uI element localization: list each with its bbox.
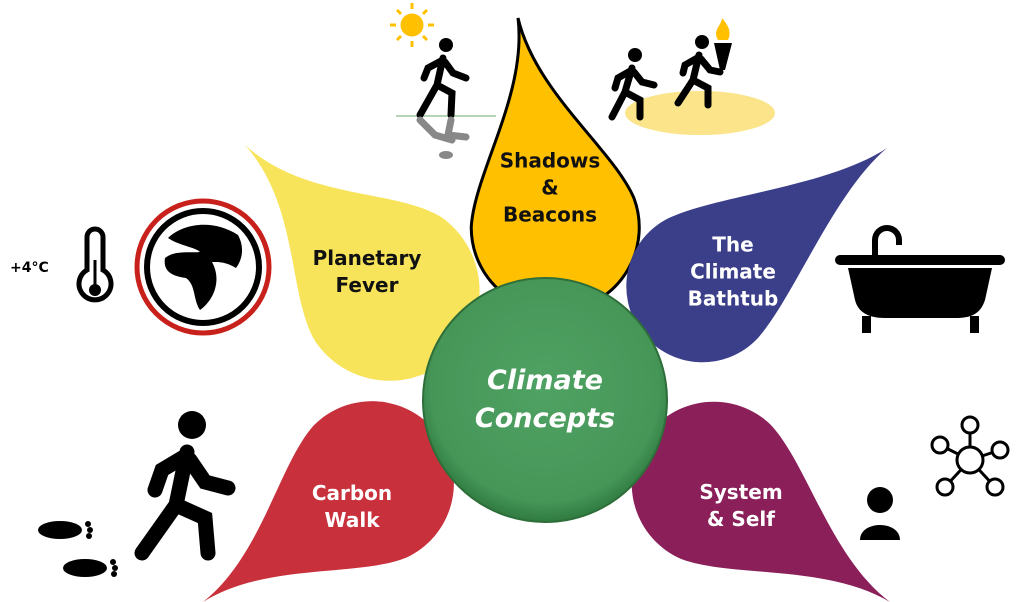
petal-label-system-self[interactable]: System & Self (699, 479, 782, 533)
temperature-label: +4°C (10, 260, 49, 276)
walker-reflection-icon (396, 38, 496, 159)
bathtub-icon (835, 225, 1005, 333)
footprints-icon (38, 521, 118, 577)
sun-icon (390, 3, 434, 47)
label-line: The (712, 232, 754, 257)
petal-carbon[interactable] (203, 401, 454, 602)
label-line: Beacons (502, 202, 598, 227)
person-icon (860, 487, 900, 540)
globe-icon (134, 198, 272, 336)
petal-bathtub[interactable] (626, 148, 887, 363)
label-line: Fever (335, 273, 399, 297)
label-line: Shadows (499, 148, 601, 173)
thermometer-icon (76, 226, 114, 303)
center-title-line2: Concepts (474, 403, 616, 434)
walking-person-icon (134, 411, 236, 561)
center-title-line1: Climate (487, 365, 603, 396)
center-title: Climate Concepts (475, 362, 615, 438)
label-line: Carbon (311, 481, 393, 505)
label-line: Walk (324, 508, 380, 532)
walkers-torch-icon (608, 18, 775, 135)
label-line: & (541, 175, 559, 200)
petal-label-planetary-fever[interactable]: Planetary Fever (313, 245, 422, 299)
petal-label-shadows-beacons[interactable]: Shadows & Beacons (500, 148, 601, 229)
network-icon (930, 415, 1010, 497)
petal-label-carbon-walk[interactable]: Carbon Walk (312, 480, 392, 534)
petal-system[interactable] (631, 401, 890, 602)
petal-planetary[interactable] (245, 145, 480, 381)
label-line: & Self (707, 507, 775, 531)
label-line: Bathtub (687, 286, 779, 311)
petal-label-climate-bathtub[interactable]: The Climate Bathtub (688, 232, 779, 313)
label-line: System (699, 480, 783, 504)
center-circle (422, 277, 668, 523)
label-line: Planetary (312, 246, 422, 270)
label-line: Climate (690, 259, 776, 284)
